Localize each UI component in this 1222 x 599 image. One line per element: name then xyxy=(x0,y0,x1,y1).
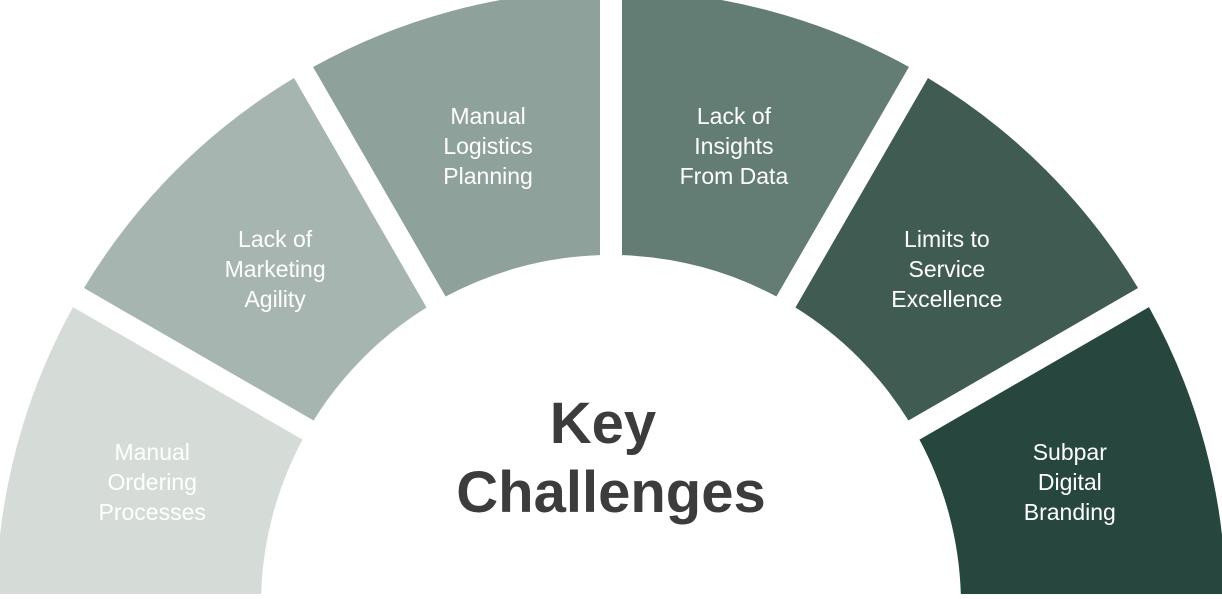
center-title: Key Challenges xyxy=(456,391,765,525)
center-title-line-1: Key xyxy=(550,391,656,456)
segment-4 xyxy=(621,0,909,297)
segment-5 xyxy=(795,77,1139,421)
segment-2-label-line-2: Marketing xyxy=(225,256,326,282)
segment-4-label-line-3: From Data xyxy=(680,163,789,189)
segment-3-label-line-2: Logistics xyxy=(443,133,532,159)
segment-5-label-line-3: Excellence xyxy=(891,286,1002,312)
segment-1-label-line-2: Ordering xyxy=(107,469,196,495)
segment-2 xyxy=(83,77,427,421)
segment-6-label-line-1: Subpar xyxy=(1033,439,1108,465)
segment-1 xyxy=(0,307,303,595)
segment-3-label-line-1: Manual xyxy=(450,103,525,129)
segment-2-label-line-1: Lack of xyxy=(238,226,313,252)
segment-5-label-line-1: Limits to xyxy=(904,226,990,252)
segment-3-label-line-3: Planning xyxy=(443,163,533,189)
segment-3 xyxy=(313,0,601,297)
segment-5-label-line-2: Service xyxy=(909,256,986,282)
segment-4-label-line-1: Lack of xyxy=(697,103,772,129)
segment-1-label-line-3: Processes xyxy=(98,499,205,525)
segment-4-label-line-2: Insights xyxy=(694,133,773,159)
segment-6-label-line-2: Digital xyxy=(1038,469,1102,495)
segment-6-label-line-3: Branding xyxy=(1024,499,1116,525)
segment-1-label-line-1: Manual xyxy=(114,439,189,465)
center-title-line-2: Challenges xyxy=(456,460,765,525)
segment-6 xyxy=(919,307,1222,595)
segment-2-label-line-3: Agility xyxy=(244,286,306,312)
